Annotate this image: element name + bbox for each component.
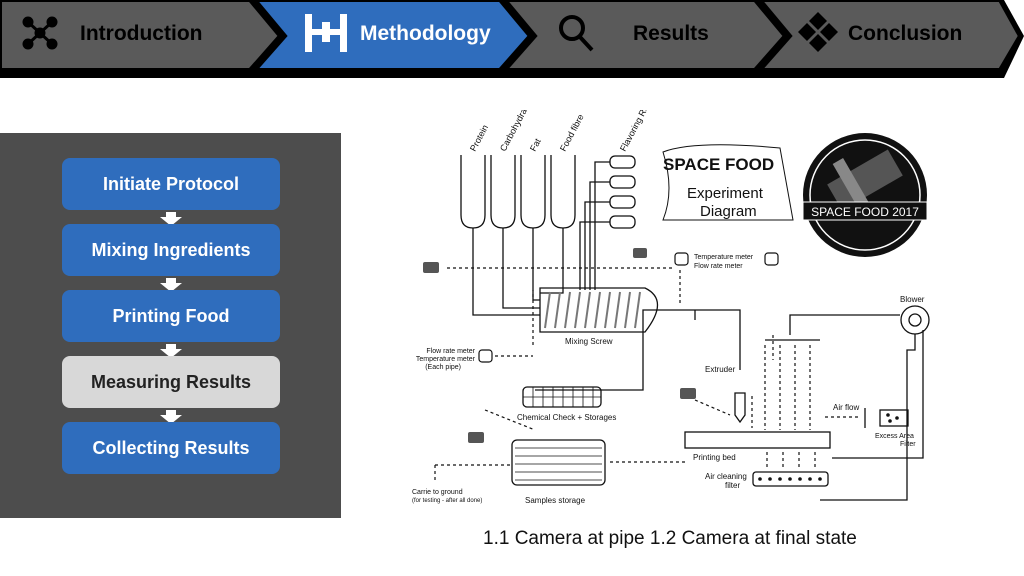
experiment-diagram: Protein Carbohydrate Fat Food fibre Flav…	[412, 110, 930, 505]
space-food-logo: SPACE FOOD 2017	[802, 133, 928, 257]
tab-label: Introduction	[80, 22, 202, 45]
temperature-meter-label: Temperature meter	[694, 254, 754, 261]
blower	[900, 305, 930, 335]
down-arrow-icon	[160, 212, 182, 226]
carrie-label: (for testing - after all done)	[412, 498, 482, 504]
samples-storage	[511, 439, 606, 486]
step-printing-food[interactable]: Printing Food	[62, 290, 280, 342]
printing-bed	[684, 431, 831, 449]
down-arrow-icon	[160, 278, 182, 292]
excess-area-filter	[879, 409, 909, 427]
chemical-check-label: Chemical Check + Storages	[517, 413, 616, 422]
air-cleaning-label: Air cleaning	[705, 472, 747, 481]
flow-meter-label: Temperature meter	[416, 356, 476, 363]
magnifier-icon	[559, 15, 594, 52]
tank-carbohydrate	[490, 155, 516, 229]
step-mixing-ingredients[interactable]: Mixing Ingredients	[62, 224, 280, 276]
mixing-screw-label: Mixing Screw	[565, 337, 613, 346]
excess-filter-label: Excess Area	[875, 433, 914, 440]
process-steps-panel: Initiate Protocol Mixing Ingredients Pri…	[0, 133, 341, 518]
diamond-cluster-icon	[798, 12, 838, 52]
tab-conclusion[interactable]: Conclusion	[755, 0, 1023, 72]
molecule-icon	[22, 16, 58, 50]
space-station-icon	[305, 14, 347, 52]
air-flow-label: Air flow	[833, 403, 859, 412]
tab-label: Conclusion	[848, 22, 962, 45]
down-arrow-icon	[160, 344, 182, 358]
tab-introduction[interactable]: Introduction	[0, 0, 283, 72]
extruder-label: Extruder	[705, 365, 736, 374]
flow-meter-label: Flow rate meter	[426, 348, 475, 355]
down-arrow-icon	[160, 410, 182, 424]
samples-storage-label: Samples storage	[525, 496, 586, 505]
section-nav: Introduction Methodology Results Conclus…	[0, 0, 1024, 78]
step-measuring-results[interactable]: Measuring Results	[62, 356, 280, 408]
tab-results[interactable]: Results	[500, 0, 788, 72]
diagram-caption: 1.1 Camera at pipe 1.2 Camera at final s…	[483, 528, 857, 549]
tank-fat	[520, 155, 546, 229]
blower-label: Blower	[900, 295, 925, 304]
ingredient-label: Protein	[468, 123, 490, 153]
air-cleaning-filter	[752, 471, 829, 487]
diagram-subtitle: Diagram	[700, 203, 757, 220]
diagram-title: SPACE FOOD	[663, 155, 774, 174]
tank-protein	[460, 155, 486, 229]
logo-text: SPACE FOOD 2017	[811, 205, 919, 219]
tab-methodology[interactable]: Methodology	[250, 0, 533, 72]
ingredient-label: Food fibre	[558, 112, 586, 152]
air-cleaning-label: filter	[725, 481, 740, 490]
extruder	[734, 392, 746, 424]
ingredient-label: Carbohydrate	[498, 110, 532, 153]
mixing-screw	[539, 287, 659, 333]
printing-bed-label: Printing bed	[693, 453, 736, 462]
ingredient-label: Fat	[528, 136, 543, 153]
carrie-label: Carrie to ground	[412, 489, 463, 496]
excess-filter-label: Filter	[900, 441, 916, 448]
camera-icon	[423, 248, 696, 443]
diagram-subtitle: Experiment	[687, 185, 764, 202]
tab-label: Methodology	[360, 22, 491, 45]
tank-food-fibre	[550, 155, 576, 229]
flow-meter-label: (Each pipe)	[425, 364, 461, 371]
step-collecting-results[interactable]: Collecting Results	[62, 422, 280, 474]
flow-rate-meter-label: Flow rate meter	[694, 263, 743, 270]
ingredient-label: Flavoring Regions	[618, 110, 661, 153]
tab-label: Results	[633, 22, 709, 45]
step-initiate-protocol[interactable]: Initiate Protocol	[62, 158, 280, 210]
